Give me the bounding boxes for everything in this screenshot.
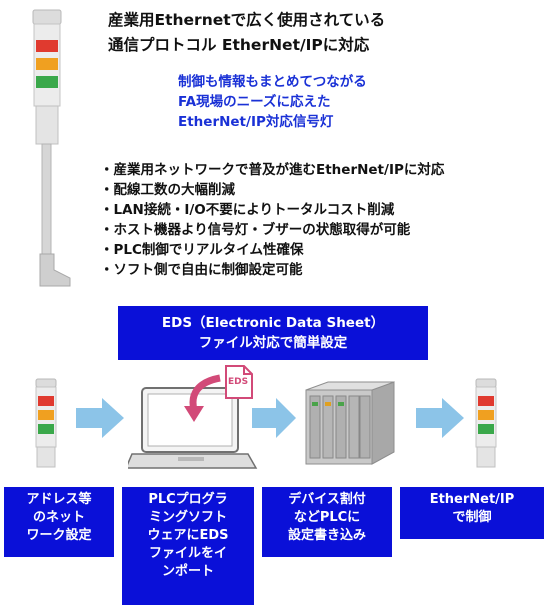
step-ethernet-ip-control: EtherNet/IP で制御 (400, 487, 544, 539)
flow-arrow-icon (416, 398, 464, 438)
feature-list: ・産業用ネットワークで普及が進むEtherNet/IPに対応 ・配線工数の大幅削… (100, 160, 545, 280)
subheadline-line-2: FA現場のニーズに応えた (178, 94, 331, 110)
feature-item: ・産業用ネットワークで普及が進むEtherNet/IPに対応 (100, 162, 445, 178)
eds-file-label: EDS (228, 377, 249, 387)
red-lamp-icon (36, 40, 58, 52)
step-line: で制御 (452, 510, 492, 525)
feature-item: ・LAN接続・I/O不要によりトータルコスト削減 (100, 202, 395, 218)
flow-arrow-icon (76, 398, 124, 438)
step-line: PLCプログラ (148, 492, 228, 507)
step-line: などPLCに (293, 510, 361, 525)
step-line: ワーク設定 (26, 528, 92, 543)
plc-image (305, 381, 395, 465)
signal-tower-large-image (32, 9, 71, 287)
step-line: EtherNet/IP (429, 492, 515, 507)
feature-item: ・PLC制御でリアルタイム性確保 (100, 242, 304, 258)
step-plc-write: デバイス割付 などPLCに 設定書き込み (262, 487, 392, 557)
flow-arrow-icon (252, 398, 296, 438)
feature-item: ・ソフト側で自由に制御設定可能 (100, 262, 303, 278)
headline: 産業用Ethernetで広く使用されている 通信プロトコル EtherNet/I… (108, 8, 538, 58)
step-line: ウェアにEDS (147, 528, 229, 543)
signal-tower-small-image (475, 378, 497, 468)
step-line: ンポート (161, 564, 214, 579)
signal-tower-small-image (35, 378, 57, 468)
step-line: のネット (32, 510, 85, 525)
eds-file-icon (225, 365, 253, 399)
eds-banner: EDS（Electronic Data Sheet） ファイル対応で簡単設定 (118, 306, 428, 360)
step-line: 設定書き込み (287, 528, 366, 543)
feature-item: ・配線工数の大幅削減 (100, 182, 235, 198)
headline-line-2: 通信プロトコル EtherNet/IPに対応 (108, 36, 370, 54)
step-line: ファイルをイ (148, 546, 227, 561)
step-line: デバイス割付 (288, 492, 366, 507)
subheadline-line-3: EtherNet/IP対応信号灯 (178, 114, 334, 130)
subheadline: 制御も情報もまとめてつながる FA現場のニーズに応えた EtherNet/IP対… (178, 72, 518, 132)
step-line: アドレス等 (26, 492, 92, 507)
step-line: ミングソフト (148, 510, 227, 525)
step-network-setting: アドレス等 のネット ワーク設定 (4, 487, 114, 557)
orange-lamp-icon (36, 58, 58, 70)
green-lamp-icon (36, 76, 58, 88)
eds-banner-line-1: EDS（Electronic Data Sheet） (161, 315, 385, 331)
subheadline-line-1: 制御も情報もまとめてつながる (178, 74, 367, 90)
step-eds-import: PLCプログラ ミングソフト ウェアにEDS ファイルをイ ンポート (122, 487, 254, 605)
laptop-image (128, 374, 258, 469)
feature-item: ・ホスト機器より信号灯・ブザーの状態取得が可能 (100, 222, 411, 238)
eds-banner-line-2: ファイル対応で簡単設定 (198, 335, 348, 351)
headline-line-1: 産業用Ethernetで広く使用されている (108, 11, 386, 29)
